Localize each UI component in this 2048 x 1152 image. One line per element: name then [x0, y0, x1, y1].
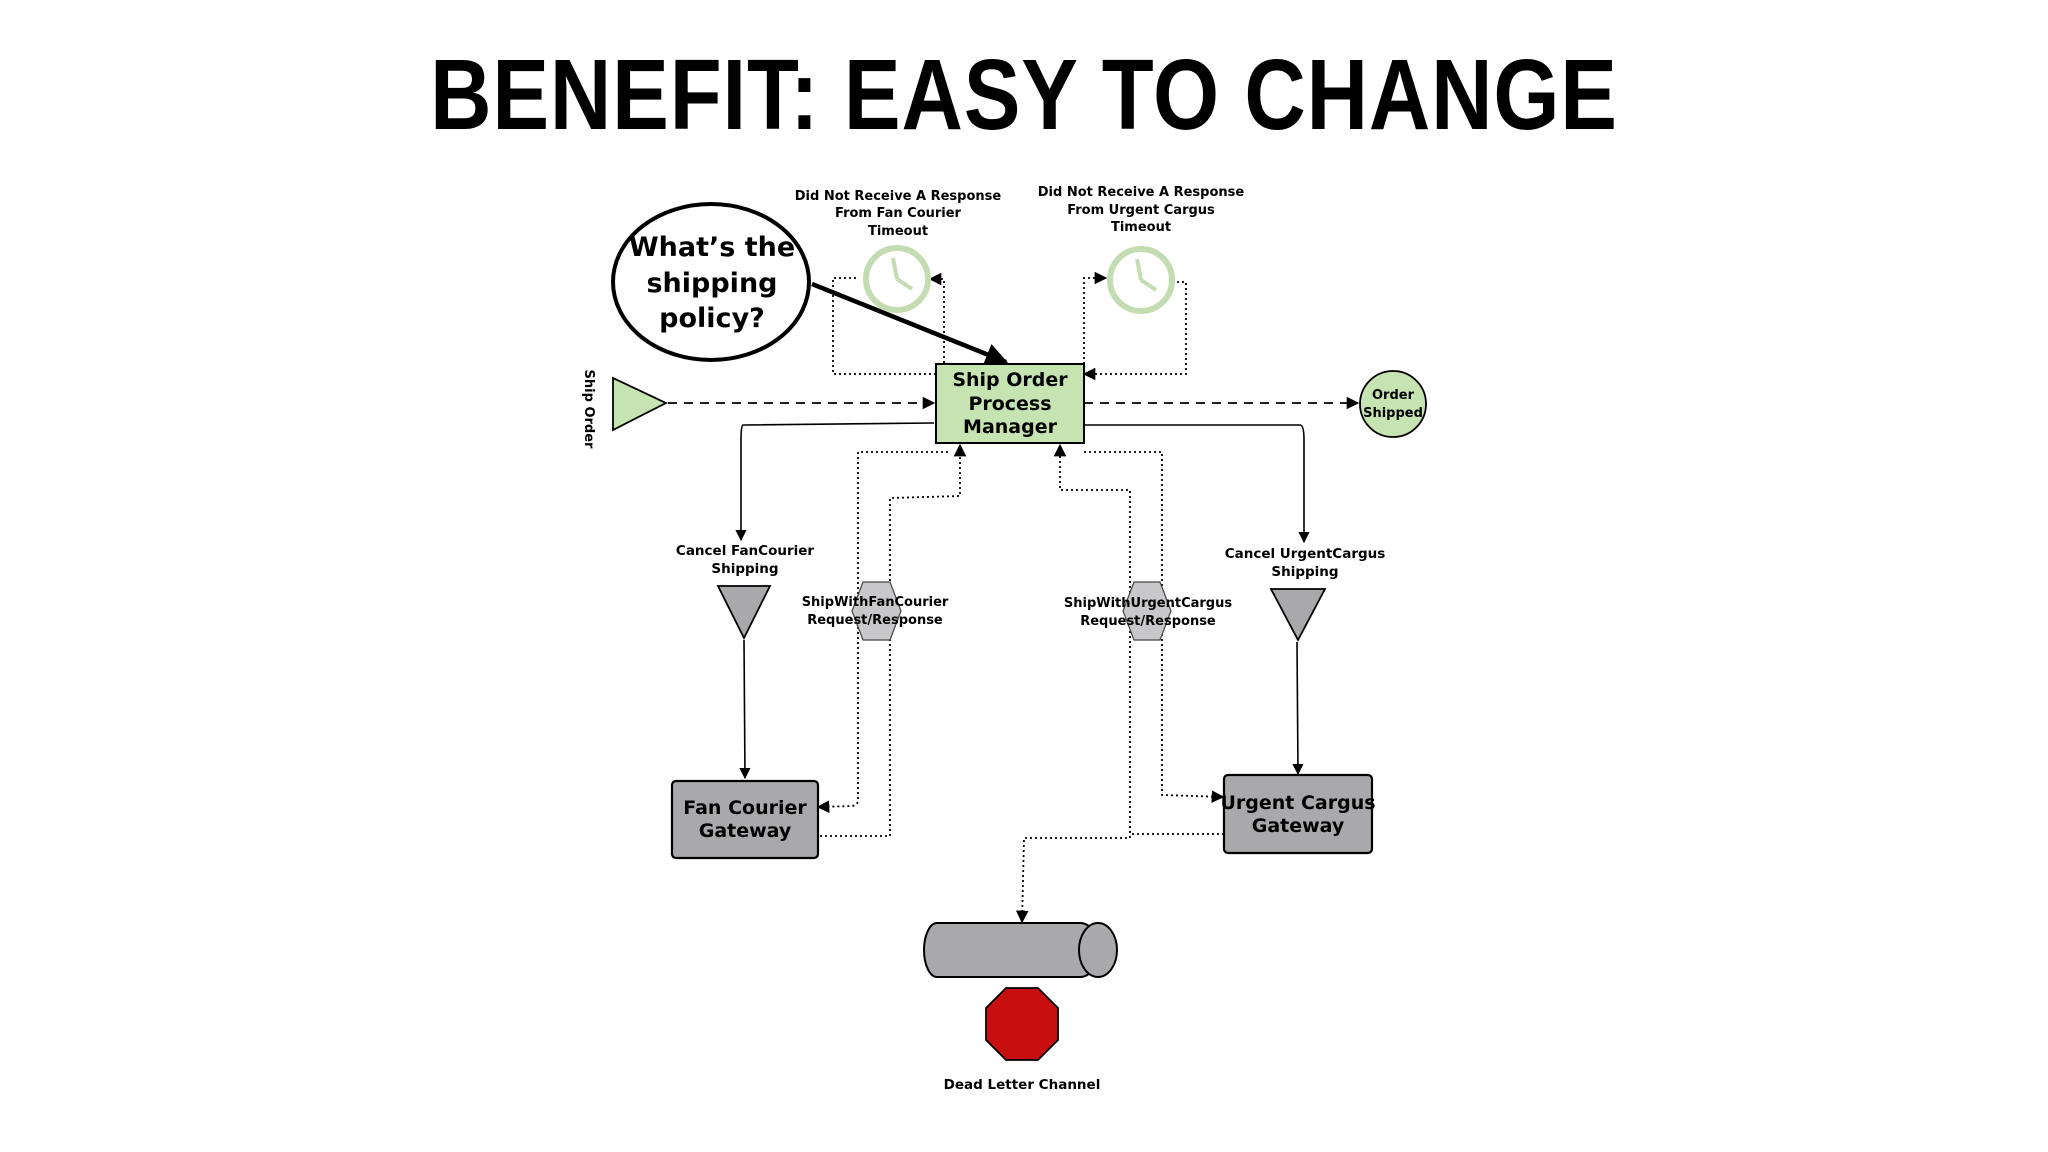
dead-letter-connector — [1015, 826, 1131, 924]
fan-timeout-out-connector — [832, 277, 936, 375]
urgent-gateway-line-2: Gateway — [1252, 815, 1345, 837]
process-manager-line-3: Manager — [963, 416, 1058, 438]
ship-urgent-label-1: ShipWithUrgentCargus — [1064, 596, 1232, 611]
fan-request-connector — [816, 451, 948, 813]
dead-letter-pipe — [923, 922, 1118, 978]
cancel-urgent-label-1: Cancel UrgentCargus — [1225, 546, 1386, 562]
fan-timeout-label-2: From Fan Courier — [835, 206, 962, 221]
ship-order-triangle — [612, 376, 669, 432]
urgent-gateway-line-1: Urgent Cargus — [1220, 792, 1375, 814]
cancel-urgent-label-2: Shipping — [1271, 564, 1338, 580]
urgent-timeout-out-connector — [1083, 271, 1108, 364]
ship-fan-label-1: ShipWithFanCourier — [802, 595, 949, 610]
urgent-timeout-label-2: From Urgent Cargus — [1067, 203, 1215, 218]
fan-timeout-clock-icon — [863, 245, 931, 313]
slide-title: BENEFIT: EASY TO CHANGE — [430, 39, 1618, 151]
cancel-fan-to-gateway-connector — [739, 639, 751, 780]
order-shipped-circle — [1359, 370, 1427, 438]
callout-arrow — [811, 281, 1009, 365]
cancel-urgent-channel — [1269, 588, 1327, 642]
cancel-fan-channel — [716, 585, 772, 641]
fan-gateway-line-2: Gateway — [699, 820, 792, 842]
fan-courier-gateway-box — [670, 779, 820, 860]
fan-response-connector — [820, 443, 967, 837]
callout-line-1: What’s the — [629, 232, 795, 263]
ship-fan-hexagon — [851, 581, 902, 641]
fan-timeout-label-3: Timeout — [868, 224, 928, 239]
fan-timeout-in-connector — [928, 272, 945, 363]
ship-urgent-hexagon — [1122, 581, 1172, 641]
dead-letter-stop-icon — [985, 987, 1059, 1061]
cancel-urgent-connector — [1084, 424, 1310, 544]
dead-letter-label: Dead Letter Channel — [944, 1077, 1101, 1093]
ship-order-label: Ship Order — [581, 370, 596, 449]
fan-timeout-label-1: Did Not Receive A Response — [795, 189, 1002, 204]
ship-fan-label-2: Request/Response — [807, 613, 943, 628]
urgent-cargus-gateway-box — [1222, 773, 1374, 855]
process-manager-box — [935, 363, 1085, 444]
callout-line-2: shipping — [646, 268, 777, 299]
urgent-timeout-label-1: Did Not Receive A Response — [1038, 185, 1245, 200]
ship-urgent-label-2: Request/Response — [1080, 614, 1216, 629]
urgent-timeout-label-3: Timeout — [1111, 220, 1171, 235]
cancel-fan-label-2: Shipping — [711, 561, 778, 577]
cancel-fan-connector — [735, 422, 935, 542]
urgent-timeout-in-connector — [1082, 281, 1187, 381]
fan-gateway-line-1: Fan Courier — [683, 797, 807, 819]
process-manager-line-1: Ship Order — [952, 369, 1068, 391]
urgent-timeout-clock-icon — [1107, 246, 1175, 314]
order-shipped-label-1: Order — [1372, 388, 1415, 403]
urgent-request-connector — [1084, 451, 1225, 803]
callout-bubble — [611, 202, 811, 362]
cancel-urgent-to-gateway-connector — [1292, 641, 1304, 776]
order-shipped-label-2: Shipped — [1363, 406, 1423, 421]
cancel-fan-label-1: Cancel FanCourier — [676, 543, 814, 559]
callout-line-3: policy? — [659, 303, 765, 334]
process-manager-line-2: Process — [968, 393, 1051, 415]
